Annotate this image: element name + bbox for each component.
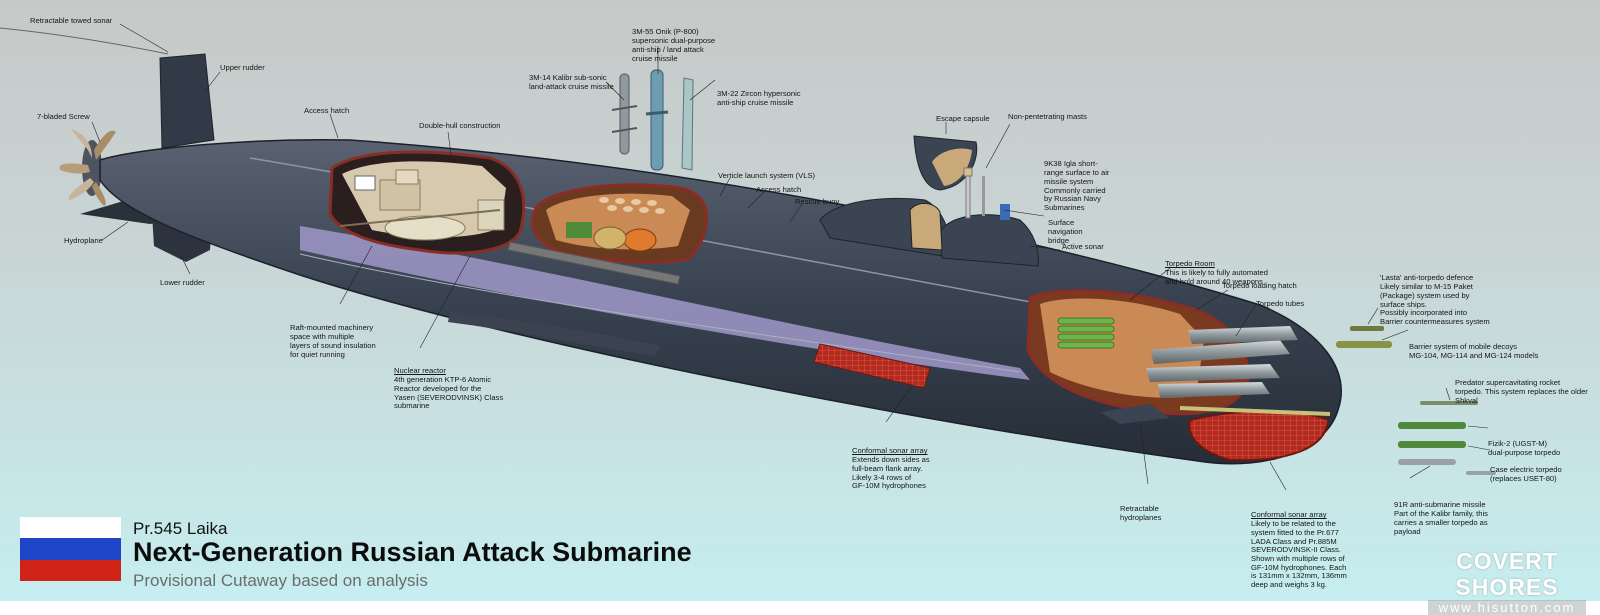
submarine-cutaway-illustration [0, 23, 1496, 491]
weapons-array [1336, 326, 1496, 475]
label-access-hatch-fwd: Access hatch [756, 185, 802, 194]
russian-flag [20, 517, 121, 581]
page-title: Next-Generation Russian Attack Submarine [133, 537, 692, 567]
label-escape-capsule: Escape capsule [936, 114, 990, 123]
label-case-torpedo: Case electric torpedo(replaces USET-80) [1490, 465, 1562, 484]
covert-shores-watermark: COVERT SHORES www.hisutton.com [1428, 548, 1586, 615]
label-onik: 3M-55 Onik (P-800)supersonic dual-purpos… [632, 27, 716, 63]
label-upper-rudder: Upper rudder [220, 63, 265, 72]
torpedo-tubes-graphic [1146, 326, 1298, 398]
lower-panel [300, 226, 1030, 380]
flag-stripe-blue [20, 538, 121, 560]
deck-grating [507, 241, 681, 285]
upper-rudder [159, 53, 215, 149]
vls-cutaway [531, 183, 709, 264]
watermark-url: www.hisutton.com [1428, 600, 1586, 615]
label-access-hatch-aft: Access hatch [304, 106, 350, 115]
label-lower-rudder: Lower rudder [160, 278, 205, 287]
flag-stripe-red [20, 559, 121, 581]
label-towed-sonar: Retractable towed sonar [30, 16, 113, 25]
seven-bladed-screw [59, 128, 116, 206]
label-torpedo-tubes: Torpedo tubes [1256, 299, 1305, 308]
label-active-sonar: Active sonar [1062, 242, 1104, 251]
retractable-hydroplane [1100, 404, 1170, 424]
bow-sonar-array [1188, 410, 1330, 462]
flag-stripe-white [20, 517, 121, 539]
label-double-hull: Double-hull construction [419, 121, 501, 130]
label-hydroplane: Hydroplane [64, 236, 103, 245]
sail-window [909, 203, 943, 251]
towed-sonar-cable [0, 27, 169, 55]
torpedo-room-cutaway [1026, 289, 1250, 416]
label-loading-hatch: Torpedo loading hatch [1222, 281, 1297, 290]
kalibr-missile [611, 73, 638, 155]
label-vls: Verticle launch system (VLS) [718, 171, 816, 180]
machinery-cutaway [328, 150, 526, 255]
onik-missile [645, 69, 669, 171]
zircon-missile [681, 77, 694, 171]
flank-sonar-array [813, 343, 931, 389]
label-rescue-buoy: Rescue buoy [795, 197, 840, 206]
watermark-brand: COVERT SHORES [1455, 548, 1559, 600]
label-fizik: Fizik-2 (UGST-M)dual-purpose torpedo [1488, 439, 1561, 458]
project-name: Pr.545 Laika [133, 519, 228, 538]
label-screw: 7-bladed Screw [37, 112, 90, 121]
subtitle: Provisional Cutaway based on analysis [133, 571, 428, 590]
label-masts: Non-pentetrating masts [1008, 112, 1087, 121]
